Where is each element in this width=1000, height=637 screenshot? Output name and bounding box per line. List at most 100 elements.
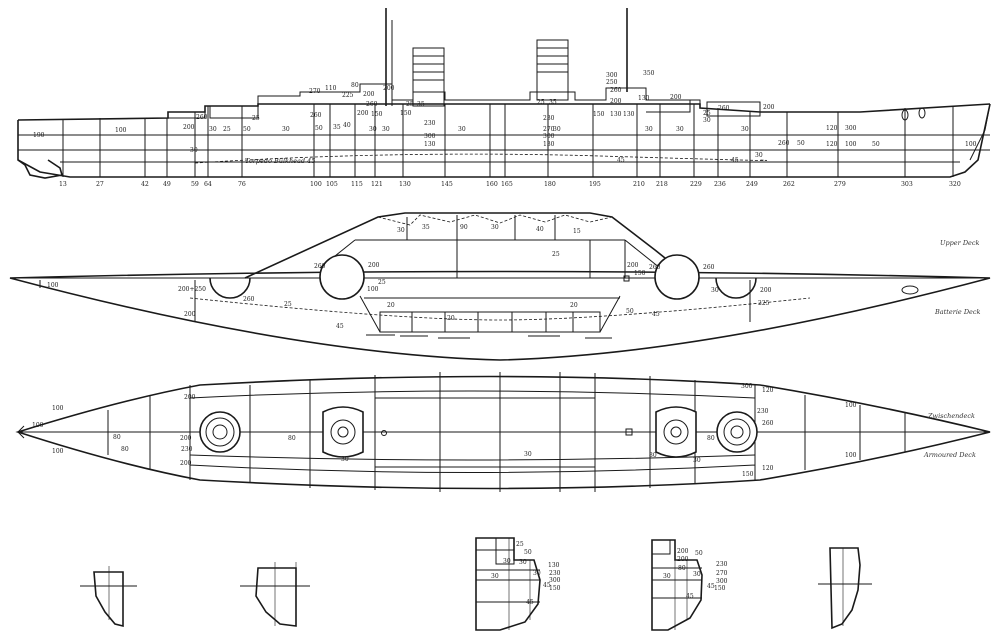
armour-thickness-label: 25 xyxy=(284,301,292,308)
barbette-forward-half xyxy=(209,277,251,299)
armour-thickness-label: 50 xyxy=(315,125,323,132)
armour-thickness-label: 300 xyxy=(845,125,857,132)
frame-number: 49 xyxy=(163,181,171,188)
frame-number: 160 xyxy=(486,181,498,188)
armour-thickness-label: 25 xyxy=(223,126,231,133)
armour-thickness-label: 120 xyxy=(826,125,838,132)
armour-thickness-label: 25 xyxy=(703,110,711,117)
armour-thickness-label: 80 xyxy=(649,452,657,459)
fore-funnel xyxy=(412,47,445,107)
armour-thickness-label: 45 xyxy=(652,311,660,318)
armour-thickness-label: 30 xyxy=(524,451,532,458)
armour-thickness-label: 45 xyxy=(336,323,344,330)
frame-number: 279 xyxy=(834,181,846,188)
aft-funnel xyxy=(536,39,569,101)
section-3 xyxy=(475,537,541,631)
aft-scuttle-2 xyxy=(918,107,926,119)
zwischendeck-label: Zwischendeck xyxy=(927,412,975,420)
armour-thickness-label: 30 xyxy=(282,126,290,133)
frame-number: 59 xyxy=(191,181,199,188)
armour-thickness-label: 50 xyxy=(626,308,634,315)
section-thickness-label: 30 xyxy=(503,558,511,565)
armour-thickness-label: 250 xyxy=(606,79,618,86)
armour-thickness-label: 30 xyxy=(491,224,499,231)
armour-thickness-label: 100 xyxy=(115,127,127,134)
armour-thickness-label: 50 xyxy=(797,140,805,147)
armour-thickness-label: 200 xyxy=(670,94,682,101)
armour-thickness-label: 15 xyxy=(573,228,581,235)
armour-thickness-label: 30 xyxy=(397,227,405,234)
armour-thickness-label: 100 xyxy=(367,286,379,293)
citadel-upper xyxy=(244,212,691,279)
armour-thickness-label: 150 xyxy=(634,270,646,277)
upper-deck-label: Upper Deck xyxy=(940,239,980,247)
section-thickness-label: 270 xyxy=(716,570,728,577)
frame-number: 236 xyxy=(714,181,726,188)
section-thickness-label: 45 xyxy=(707,583,715,590)
frame-number: 249 xyxy=(746,181,758,188)
frame-number: 180 xyxy=(544,181,556,188)
frame-number: 76 xyxy=(238,181,246,188)
armour-thickness-label: 30 xyxy=(711,287,719,294)
armour-thickness-label: 30 xyxy=(553,126,561,133)
batterie-frames xyxy=(411,312,574,332)
armour-thickness-label: 35 xyxy=(333,124,341,131)
armour-thickness-label: 200 xyxy=(183,124,195,131)
frame-number: 195 xyxy=(589,181,601,188)
armour-thickness-label: 225 xyxy=(342,92,354,99)
armour-thickness-label: 150 xyxy=(593,111,605,118)
armour-thickness-label: 260 xyxy=(778,140,790,147)
armoured-deck-plan: Zwischendeck Armoured Deck 1001001008080… xyxy=(15,372,991,492)
armour-thickness-label: 40 xyxy=(343,122,351,129)
armour-thickness-label: 45 xyxy=(617,157,625,164)
batterie-deck-label: Batterie Deck xyxy=(934,308,981,316)
armour-thickness-label: 200+250 xyxy=(178,286,206,293)
frame-number: 27 xyxy=(96,181,104,188)
barbette-b-upper xyxy=(654,254,700,300)
armour-thickness-label: 225 xyxy=(758,300,770,307)
section-thickness-label: 300 xyxy=(716,578,728,585)
armour-thickness-label: 30 xyxy=(209,126,217,133)
armour-thickness-label: 130 xyxy=(638,95,650,102)
frame-number: 218 xyxy=(656,181,668,188)
armour-thickness-label: 260 xyxy=(649,264,661,271)
armour-thickness-label: 100 xyxy=(845,452,857,459)
armour-thickness-label: 260 xyxy=(610,87,622,94)
armour-thickness-label: 30 xyxy=(190,147,198,154)
section-thickness-label: 45 xyxy=(686,593,694,600)
section-thickness-label: 230 xyxy=(716,561,728,568)
armour-thickness-label: 300 xyxy=(543,133,555,140)
section-thickness-label: 25 xyxy=(516,541,524,548)
armour-thickness-label: 25 xyxy=(537,99,545,106)
fore-turret-2 xyxy=(209,105,259,119)
section-thickness-label: 150 xyxy=(549,585,561,592)
frame-number: 262 xyxy=(783,181,795,188)
armour-thickness-label: 300 xyxy=(424,133,436,140)
aft-scuttle-1 xyxy=(901,109,909,121)
armour-thickness-label: 260 xyxy=(196,114,208,121)
bow-tip xyxy=(17,425,25,439)
batterie-box xyxy=(379,311,601,333)
superstructure xyxy=(257,83,701,106)
armour-thickness-label: 50 xyxy=(872,141,880,148)
armour-thickness-label: 100 xyxy=(52,448,64,455)
section-thickness-label: 30 xyxy=(533,570,541,577)
armour-thickness-label: 80 xyxy=(113,434,121,441)
armour-thickness-label: 80 xyxy=(351,82,359,89)
secondary-guns xyxy=(366,334,612,339)
torpedo-bulkhead-label: Torpedo Bulkhead 45 xyxy=(245,157,315,165)
frame-number: 165 xyxy=(501,181,513,188)
armour-thickness-label: 200 xyxy=(763,104,775,111)
section-1 xyxy=(80,566,137,628)
turret-ring-b xyxy=(322,406,364,458)
armour-thickness-label: 200 xyxy=(363,91,375,98)
frame-number: 13 xyxy=(59,181,67,188)
hull-upper-edge xyxy=(17,103,991,121)
frame-number: 320 xyxy=(949,181,961,188)
armour-thickness-label: 30 xyxy=(458,126,466,133)
aft-turret-2 xyxy=(706,101,761,117)
frame-number: 303 xyxy=(901,181,913,188)
armour-thickness-label: 30 xyxy=(645,126,653,133)
